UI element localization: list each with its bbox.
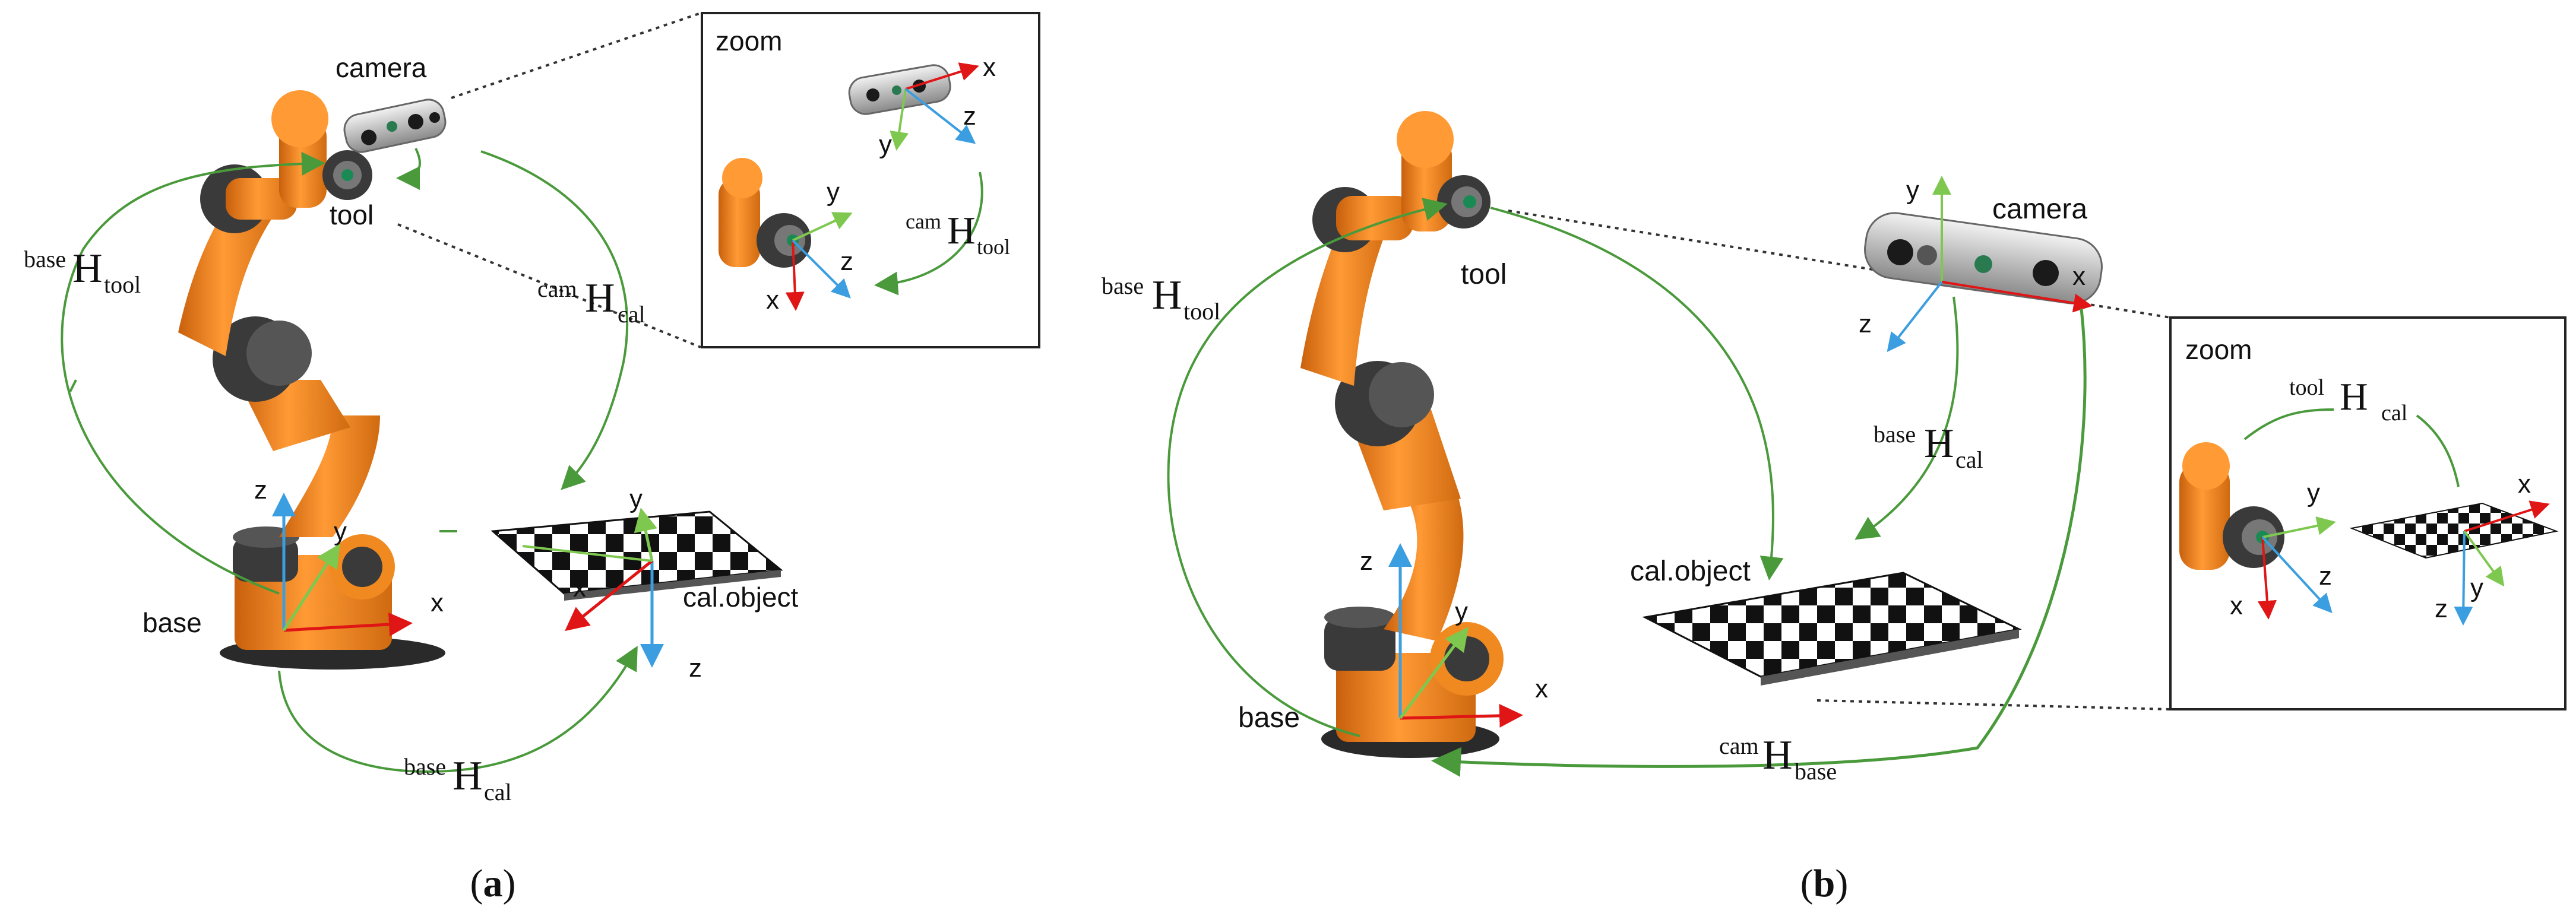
transform-sup: cam	[1719, 732, 1759, 759]
base-axis-z-label-b: z	[1360, 547, 1373, 576]
arrow-cam-tool	[874, 172, 983, 296]
zoom-inset-b: zoom tool H cal y x z x	[2169, 316, 2566, 710]
transform-label-base-tool: base H tool	[24, 246, 141, 298]
calibration-board-b	[1642, 572, 2022, 686]
base-axis-z-label: z	[254, 475, 267, 505]
transform-main: H	[1924, 421, 1954, 467]
caption-a-letter: a	[483, 862, 503, 905]
transform-label-base-cal: base H cal	[404, 753, 512, 805]
zoom-label: zoom	[716, 26, 782, 56]
base-axis-x-label-b: x	[1535, 674, 1548, 703]
transform-sub: tool	[977, 235, 1010, 259]
zoom-tool-x-label: x	[766, 285, 779, 315]
transform-sup: base	[24, 246, 66, 272]
board-axis-z-label: z	[689, 653, 702, 683]
transform-sup: base	[1102, 272, 1144, 299]
zoom-board-z-label-b: z	[2435, 594, 2448, 623]
transform-sub: cal	[2381, 401, 2407, 426]
transform-label-base-cal-b: base H cal	[1874, 421, 1983, 473]
transform-sup: cam	[906, 210, 941, 233]
zoom-leader-top	[451, 12, 701, 99]
arrow-base-tool	[61, 151, 325, 595]
transform-sup: base	[1874, 421, 1916, 448]
transform-main: H	[947, 209, 976, 252]
robot-arm	[178, 90, 447, 670]
zoom-tool-z-label: z	[840, 247, 853, 276]
transform-sub: tool	[1183, 298, 1220, 325]
camera-label-b: camera	[1992, 193, 2087, 225]
cam-axis-z-label-b: z	[1859, 309, 1872, 338]
zoom-label-b: zoom	[2185, 334, 2252, 365]
caption-a: (a)	[470, 862, 516, 905]
panel-a: z x y y x z camera tool base cal.object	[24, 12, 1040, 905]
camera-b: y x z	[1859, 176, 2103, 353]
transform-sub: cal	[618, 301, 645, 328]
transform-sub: base	[1795, 758, 1837, 785]
cal-object-label-b: cal.object	[1630, 556, 1751, 587]
panel-b: z x y y x z camera tool	[1102, 111, 2566, 905]
zoom-tool-z-label-b: z	[2319, 561, 2332, 591]
arrow-cam-tool-small	[396, 148, 421, 190]
transform-label-cam-tool: cam H tool	[906, 209, 1010, 259]
transform-label-cam-cal: cam H cal	[537, 275, 645, 328]
arrow-tool-cal-b	[1490, 207, 1784, 580]
transform-sub: cal	[1955, 446, 1983, 473]
base-label: base	[143, 607, 202, 638]
transform-sup: base	[404, 753, 446, 780]
transform-sub: tool	[104, 271, 141, 298]
camera-label: camera	[336, 52, 427, 83]
transform-main: H	[1762, 732, 1793, 778]
cam-axis-y-label-b: y	[1906, 176, 1919, 205]
arrow-cam-base-b	[1431, 308, 2087, 777]
arrow-base-cal-b	[1855, 296, 1959, 540]
base-label-b: base	[1238, 702, 1300, 734]
tool-label-b: tool	[1461, 259, 1507, 290]
base-axis-x-label: x	[431, 588, 444, 617]
tool-label: tool	[330, 199, 374, 230]
transform-main: H	[452, 753, 483, 799]
board-axis-x-label: x	[573, 573, 586, 602]
board-axis-y-label: y	[629, 484, 643, 513]
base-axis-y-label-b: y	[1455, 597, 1468, 626]
caption-b: (b)	[1800, 862, 1849, 905]
calibration-board: y x z	[490, 484, 783, 683]
base-axis-y-label: y	[334, 517, 347, 546]
transform-sub: cal	[484, 779, 512, 805]
transform-label-base-tool-b: base H tool	[1102, 272, 1220, 325]
zoom-cam-y-label: y	[879, 130, 892, 159]
zoom-board-x-label-b: x	[2518, 469, 2531, 499]
arrow-base-tool-tick	[69, 379, 77, 392]
arrow-tool-cal-zoom	[2243, 408, 2334, 440]
arrow-base-tool-b	[1167, 198, 1448, 737]
zoom-tool-y-label-b: y	[2307, 478, 2320, 507]
transform-main: H	[2340, 375, 2368, 418]
transform-sup: cam	[537, 275, 577, 302]
transform-label-cam-base-b: cam H base	[1719, 732, 1837, 785]
transform-main: H	[585, 275, 615, 321]
arrow-tool-cal-zoom-2	[2416, 414, 2460, 487]
caption-b-letter: b	[1814, 862, 1836, 905]
zoom-board-y-label-b: y	[2470, 573, 2483, 602]
base-frame-axes-b: z x y	[1360, 543, 1548, 728]
zoom-tool-y-label: y	[827, 177, 840, 207]
zoom-tool-x-label-b: x	[2230, 591, 2243, 620]
zoom-cam-z-label: z	[963, 101, 976, 131]
transform-main: H	[72, 246, 103, 291]
base-frame-axes: z x y	[254, 475, 444, 636]
zoom-cam-x-label: x	[983, 53, 996, 82]
transform-main: H	[1152, 272, 1182, 318]
robot-arm-b	[1300, 111, 1504, 758]
transform-label-tool-cal-b: tool H cal	[2289, 375, 2407, 426]
cam-axis-x-label-b: x	[2072, 262, 2086, 291]
arrow-cam-cal	[480, 150, 629, 490]
zoom-leader-bottom-b	[1817, 699, 2171, 710]
transform-sup: tool	[2289, 375, 2324, 400]
cal-object-label: cal.object	[683, 582, 799, 613]
zoom-inset-a: zoom x y z y x z	[701, 12, 1040, 348]
arrow-base-cal	[278, 645, 638, 773]
